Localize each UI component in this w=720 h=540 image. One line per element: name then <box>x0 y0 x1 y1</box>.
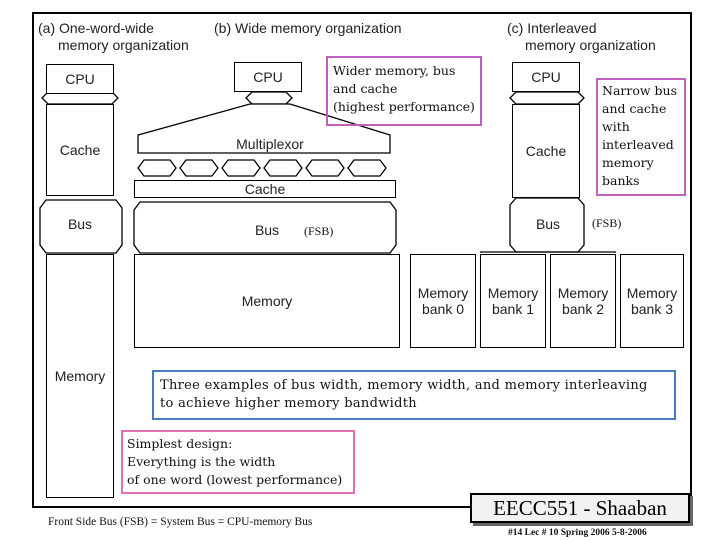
c-bus-connector <box>509 197 585 253</box>
a-bus-connector <box>39 199 123 254</box>
b-bus-label: Bus <box>254 222 280 238</box>
a-memory-box: Memory <box>46 254 114 498</box>
b-memory-box: Memory <box>134 254 400 348</box>
c-cache-box: Cache <box>512 104 580 198</box>
b-cache-box: Cache <box>134 180 396 198</box>
c-fsb-label: (FSB) <box>592 216 622 230</box>
b-bus-connector <box>133 201 397 254</box>
b-mux-cache-arrows <box>137 159 387 177</box>
b-multiplexor-label: Multiplexor <box>236 136 304 152</box>
simplest-design-callout: Simplest design: Everything is the width… <box>121 430 355 494</box>
b-cpu-connector <box>245 91 293 105</box>
panel-a-title: (a) One-word-wide memory organization <box>38 20 189 53</box>
b-fsb-label: (FSB) <box>304 224 334 238</box>
c-cpu-box: CPU <box>512 62 580 92</box>
slide-info: #14 Lec # 10 Spring 2006 5-8-2006 <box>508 528 647 538</box>
b-cpu-box: CPU <box>234 62 302 92</box>
a-bus-label: Bus <box>67 216 93 232</box>
fsb-footnote: Front Side Bus (FSB) = System Bus = CPU-… <box>48 516 313 528</box>
c-bus-label: Bus <box>535 216 561 232</box>
panel-c-title: (c) Interleaved memory organization <box>507 20 656 53</box>
summary-callout: Three examples of bus width, memory widt… <box>152 370 676 420</box>
brand-box: EECC551 - Shaaban <box>470 493 690 523</box>
wide-memory-callout: Wider memory, bus and cache (highest per… <box>326 56 482 126</box>
narrow-bus-callout: Narrow bus and cache with interleaved me… <box>596 78 686 196</box>
brand-label: EECC551 - Shaaban <box>493 495 667 520</box>
c-cpu-cache-connector <box>509 91 585 105</box>
diagram-frame <box>32 12 692 508</box>
a-cache-box: Cache <box>46 104 114 196</box>
a-cpu-box: CPU <box>46 64 114 94</box>
panel-b-title: (b) Wide memory organization <box>214 20 402 36</box>
